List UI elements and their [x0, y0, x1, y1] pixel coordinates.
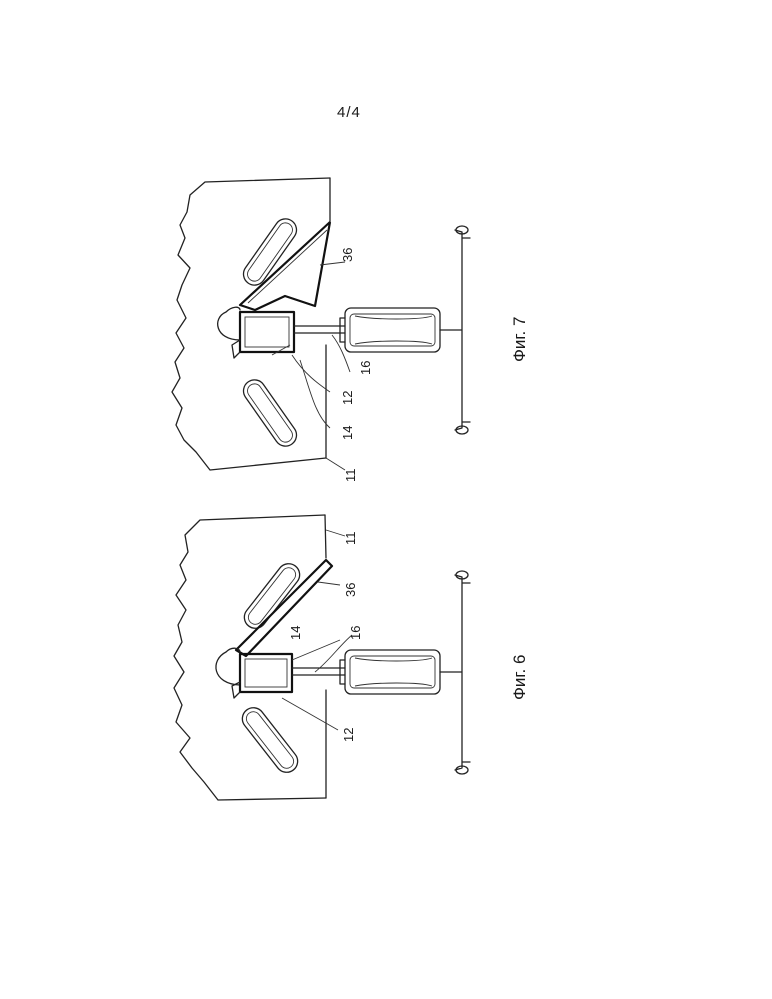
fig6-box-12: [240, 654, 292, 692]
fig6-label-16: 16: [348, 626, 363, 640]
fig6-label-12: 12: [341, 728, 356, 742]
fig6-head: [216, 648, 240, 685]
fig6-label-36: 36: [343, 583, 358, 597]
fig6-slot-lower: [238, 703, 302, 776]
fig7-box-12: [240, 312, 294, 352]
fig7-label-14: 14: [340, 426, 355, 440]
fig6-flap-36: [236, 560, 332, 656]
fig6-right-edge: [325, 515, 326, 798]
fig7-label-11: 11: [343, 469, 358, 483]
fig6-t-bar: [440, 575, 470, 770]
figure-6: 11 36 14 16 12 Фиг. 6: [174, 515, 529, 800]
fig7-label-16: 16: [358, 361, 373, 375]
fig6-body-outline: [174, 515, 326, 800]
fig7-label-36: 36: [340, 248, 355, 262]
fig6-slot-upper: [240, 559, 304, 632]
fig7-body-outline: [172, 178, 330, 470]
fig6-capsule: [340, 650, 440, 694]
fig6-label-14: 14: [288, 626, 303, 640]
fig6-label-11: 11: [343, 532, 358, 546]
fig7-t-bar: [440, 230, 470, 430]
fig7-head: [218, 307, 240, 340]
fig7-capsule: [340, 308, 440, 352]
figure-7: 36 12 14 16 11 Фиг. 7: [172, 178, 529, 482]
fig7-label-12: 12: [340, 391, 355, 405]
fig7-right-edge: [326, 178, 330, 458]
fig7-caption: Фиг. 7: [510, 317, 529, 362]
fig7-flap-36: [240, 222, 330, 310]
fig6-caption: Фиг. 6: [510, 655, 529, 700]
fig7-slot-lower: [239, 376, 301, 451]
